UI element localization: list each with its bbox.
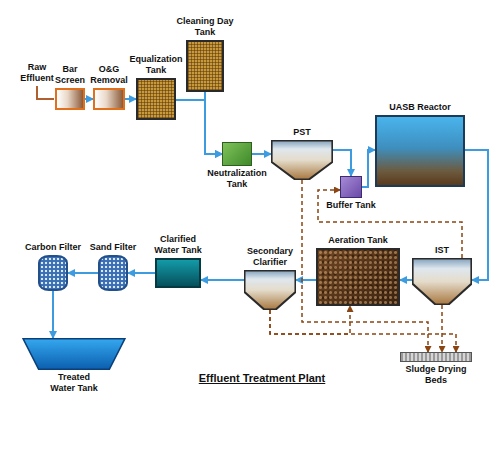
process-unit: Buffer Tank <box>326 176 376 211</box>
flow-arrow <box>125 98 136 100</box>
flow-arrow <box>362 150 375 187</box>
unit-label: Equalization Tank <box>125 54 187 76</box>
unit-shape <box>244 270 296 310</box>
flow-arrow <box>201 279 244 281</box>
clarifier-outline <box>271 140 333 180</box>
unit-shape <box>222 142 252 166</box>
unit-label: O&G Removal <box>84 64 134 86</box>
unit-label: Buffer Tank <box>326 200 375 211</box>
flow-arrow <box>205 92 222 154</box>
process-unit: PST <box>271 127 333 180</box>
process-unit: Sand Filter <box>90 242 137 291</box>
unit-shape <box>22 338 126 370</box>
flow-arrow <box>68 272 98 274</box>
unit-label: Treated Water Tank <box>45 372 103 394</box>
sludge-line <box>441 305 443 352</box>
inlet-line <box>37 86 54 99</box>
unit-shape <box>38 255 68 291</box>
process-unit: Aeration Tank <box>316 235 400 306</box>
flow-arrow <box>296 279 316 281</box>
process-unit: Sludge Drying Beds <box>399 352 474 386</box>
process-unit: Clarified Water Tank <box>149 234 207 288</box>
unit-label: PST <box>293 127 311 138</box>
flow-arrow <box>400 279 412 281</box>
sludge-line <box>270 306 350 334</box>
flow-arrow <box>176 100 222 154</box>
process-unit: UASB Reactor <box>375 102 465 187</box>
unit-label: Aeration Tank <box>328 235 387 246</box>
unit-label: Bar Screen <box>50 64 90 86</box>
process-unit: O&G Removal <box>84 64 134 110</box>
unit-label: UASB Reactor <box>389 102 451 113</box>
unit-shape <box>412 258 472 305</box>
unit-label: Sand Filter <box>90 242 137 253</box>
process-unit: Neutralization Tank <box>203 142 271 190</box>
process-unit: Equalization Tank <box>125 54 187 120</box>
unit-shape <box>340 176 362 198</box>
unit-label: Carbon Filter <box>25 242 81 253</box>
clarifier-outline <box>412 258 472 305</box>
unit-shape <box>93 88 125 110</box>
process-unit: Bar Screen <box>50 64 90 110</box>
unit-shape <box>400 352 472 362</box>
flow-arrow <box>128 272 155 274</box>
unit-label: Sludge Drying Beds <box>399 364 474 386</box>
unit-shape <box>271 140 333 180</box>
flow-arrow <box>52 291 54 338</box>
unit-shape <box>55 88 85 110</box>
unit-label: Neutralization Tank <box>203 168 271 190</box>
unit-shape <box>136 78 176 120</box>
unit-label: IST <box>435 245 449 256</box>
flow-arrow <box>252 153 271 155</box>
process-unit: IST <box>412 245 472 305</box>
unit-shape <box>375 115 465 187</box>
process-unit: Secondary Clarifier <box>242 246 298 310</box>
unit-shape <box>98 255 128 291</box>
diagram-title: Effluent Treatment Plant <box>199 372 326 384</box>
process-unit: Carbon Filter <box>25 242 82 291</box>
unit-shape <box>316 248 400 306</box>
tank-outline <box>22 338 126 370</box>
sludge-line <box>302 180 428 352</box>
process-unit: Treated Water Tank <box>22 338 126 394</box>
unit-shape <box>186 40 224 92</box>
flow-arrow <box>333 150 351 176</box>
unit-label: Secondary Clarifier <box>242 246 298 268</box>
inlet-label: Raw Effluent <box>14 62 60 84</box>
flow-arrow <box>85 98 93 100</box>
unit-label: Clarified Water Tank <box>149 234 207 256</box>
clarifier-outline <box>244 270 296 310</box>
process-unit: Cleaning Day Tank <box>170 16 240 92</box>
unit-shape <box>155 258 201 288</box>
unit-label: Cleaning Day Tank <box>170 16 240 38</box>
sludge-line <box>270 310 456 352</box>
